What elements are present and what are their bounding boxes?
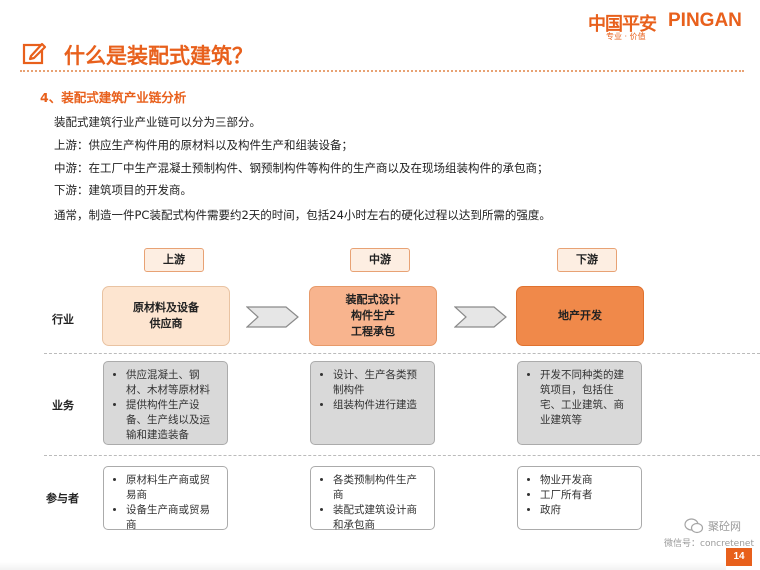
logo-text-en: PINGAN [668, 10, 742, 31]
list-item: 物业开发商 [540, 473, 633, 488]
section-heading: 4、装配式建筑产业链分析 [40, 90, 187, 105]
participants-box-midstream: 各类预制构件生产商装配式建筑设计商和承包商 [310, 466, 435, 533]
business-box-upstream: 供应混凝土、钢材、木材等原材料提供构件生产设备、生产线以及运输和建造装备 [103, 361, 228, 445]
stage-tag-midstream: 中游 [350, 248, 410, 272]
watermark-account: 微信号：concretenet [664, 539, 754, 549]
paragraph-upstream: 上游：供应生产构件用的原材料以及构件生产和组装设备； [54, 138, 353, 152]
list-item: 设备生产商或贸易商 [126, 503, 219, 533]
business-box-downstream: 开发不同种类的建筑项目，包括住宅、工业建筑、商业建筑等 [517, 361, 642, 445]
row-divider [44, 455, 760, 456]
row-label-business: 业务 [52, 399, 74, 412]
business-box-midstream: 设计、生产各类预制构件组装构件进行建造 [310, 361, 435, 445]
list-item: 原材料生产商或贸易商 [126, 473, 219, 503]
watermark-name: 聚砼网 [708, 520, 741, 533]
paragraph-intro: 装配式建筑行业产业链可以分为三部分。 [54, 115, 261, 129]
participants-box-downstream: 物业开发商工厂所有者政府 [517, 466, 642, 530]
box-line: 地产开发 [558, 309, 602, 322]
list-item: 开发不同种类的建筑项目，包括住宅、工业建筑、商业建筑等 [540, 368, 633, 428]
edit-square-icon [22, 42, 47, 65]
list-item: 工厂所有者 [540, 488, 633, 503]
list-item: 提供构件生产设备、生产线以及运输和建造装备 [126, 398, 219, 443]
box-line: 工程承包 [351, 325, 395, 338]
row-label-participants: 参与者 [46, 492, 79, 505]
row-divider [44, 353, 760, 354]
paragraph-midstream: 中游：在工厂中生产混凝土预制构件、钢预制构件等构件的生产商以及在现场组装构件的承… [54, 161, 549, 175]
box-line: 供应商 [149, 317, 183, 330]
stage-tag-downstream: 下游 [557, 248, 617, 272]
industry-box-upstream: 原材料及设备供应商 [102, 286, 230, 346]
list-item: 各类预制构件生产商 [333, 473, 426, 503]
paragraph-downstream: 下游：建筑项目的开发商。 [54, 183, 192, 197]
industry-box-midstream: 装配式设计构件生产工程承包 [309, 286, 437, 346]
row-label-industry: 行业 [52, 313, 74, 326]
page-title: 什么是装配式建筑？ [64, 44, 253, 68]
chevron-arrow-icon [246, 306, 299, 328]
list-item: 装配式建筑设计商和承包商 [333, 503, 426, 533]
footer-band [0, 562, 726, 570]
list-item: 组装构件进行建造 [333, 398, 426, 413]
list-item: 供应混凝土、钢材、木材等原材料 [126, 368, 219, 398]
title-divider [20, 70, 744, 72]
box-line: 构件生产 [351, 309, 395, 322]
stage-tag-upstream: 上游 [144, 248, 204, 272]
logo-text-cn: 中国平安 [588, 14, 657, 35]
wechat-icon [684, 518, 704, 534]
list-item: 设计、生产各类预制构件 [333, 368, 426, 398]
page-number: 14 [726, 548, 752, 566]
logo-tagline: 专业 · 价值 [606, 32, 646, 41]
industry-box-downstream: 地产开发 [516, 286, 644, 346]
chevron-arrow-icon [454, 306, 507, 328]
box-line: 原材料及设备 [133, 301, 199, 314]
paragraph-note: 通常，制造一件PC装配式构件需要约2天的时间，包括24小时左右的硬化过程以达到所… [54, 208, 551, 222]
participants-box-upstream: 原材料生产商或贸易商设备生产商或贸易商 [103, 466, 228, 533]
box-line: 装配式设计 [345, 293, 401, 306]
list-item: 政府 [540, 503, 633, 518]
